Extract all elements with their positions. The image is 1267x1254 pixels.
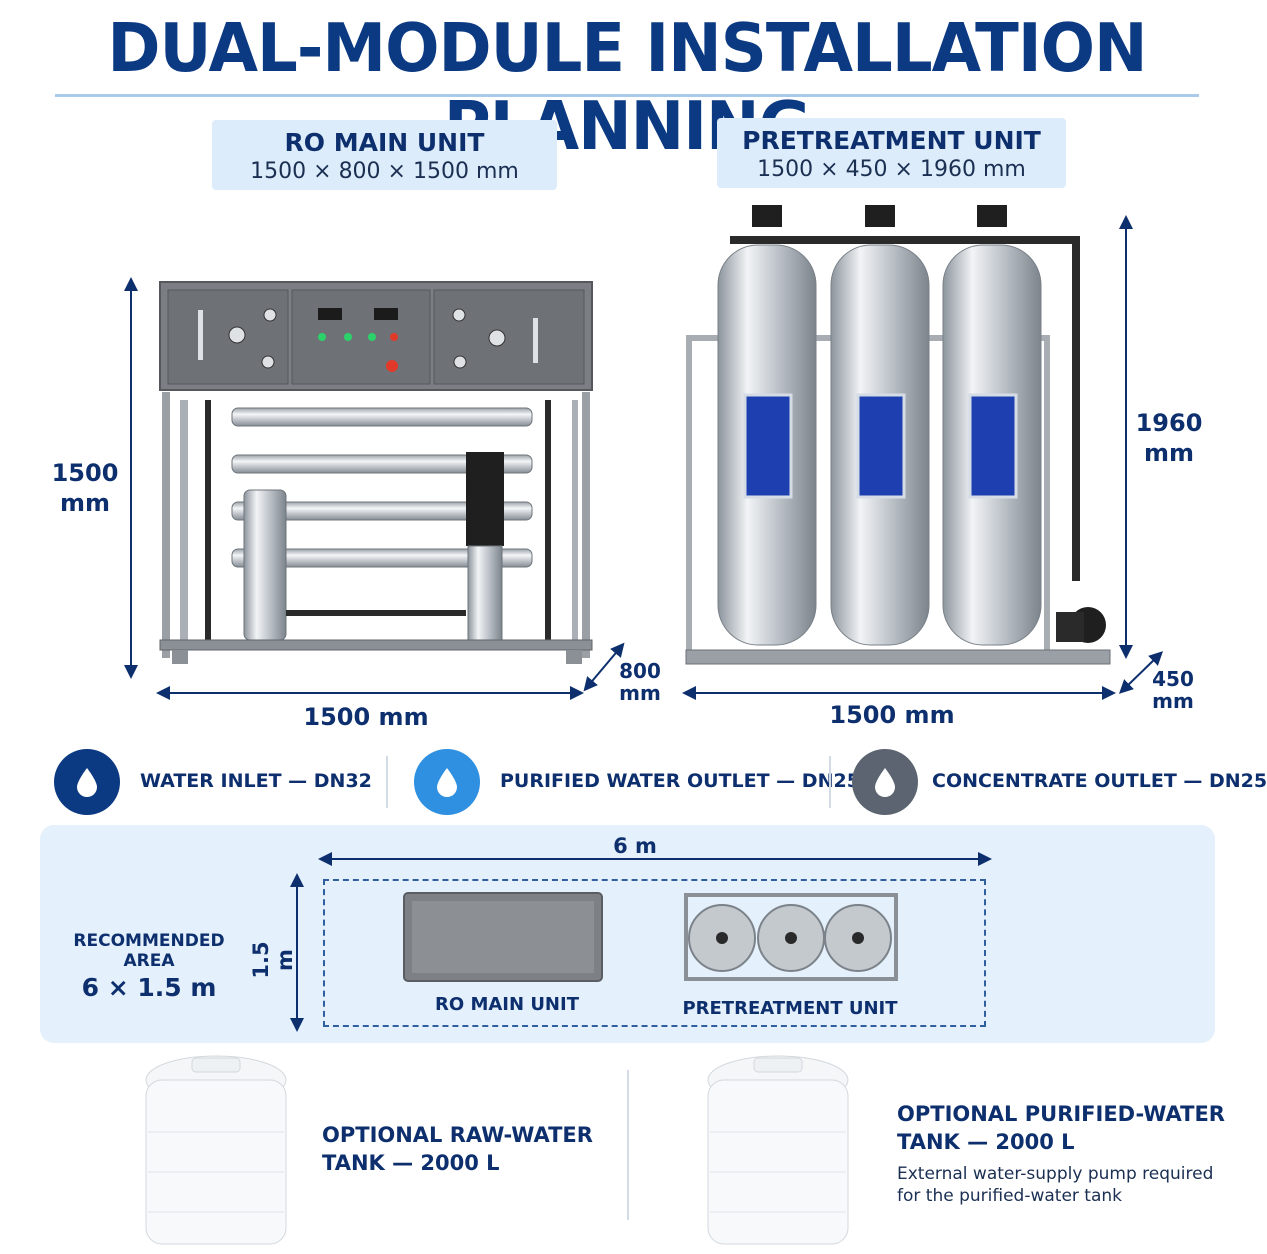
pre-height-value: 1960 <box>1135 409 1203 437</box>
raw-water-tank-label: OPTIONAL RAW-WATER TANK — 2000 L <box>322 1121 593 1177</box>
connection-divider <box>829 756 831 808</box>
pump-note-line1: External water-supply pump required <box>897 1164 1214 1184</box>
recommended-area: RECOMMENDED AREA 6 × 1.5 m <box>56 931 242 1002</box>
pre-depth-label: 450 mm <box>1148 668 1198 712</box>
water-inlet-drop-icon <box>54 749 120 815</box>
concentrate-outlet-label: CONCENTRATE OUTLET — DN25 <box>932 770 1267 792</box>
pre-width-label: 1500 mm <box>829 701 955 729</box>
raw-water-tank-line1: OPTIONAL RAW-WATER <box>322 1123 593 1147</box>
tank-divider <box>627 1070 629 1220</box>
connection-divider <box>386 756 388 808</box>
purified-outlet-drop-icon <box>414 749 480 815</box>
ro-height-unit: mm <box>59 489 110 517</box>
ro-unit-name: RO MAIN UNIT <box>284 128 485 157</box>
purified-water-tank-label: OPTIONAL PURIFIED-WATER TANK — 2000 L <box>897 1100 1225 1156</box>
plan-length-label: 6 m <box>613 834 657 858</box>
recommended-area-label: RECOMMENDED AREA <box>73 931 225 971</box>
pre-unit-label-box: PRETREATMENT UNIT 1500 × 450 × 1960 mm <box>717 118 1066 188</box>
purified-water-tank-line1: OPTIONAL PURIFIED-WATER <box>897 1102 1225 1126</box>
pre-unit-drawing <box>685 205 1111 665</box>
ro-depth-value: 800 <box>619 659 661 683</box>
floor-plan-drawing <box>290 852 992 1032</box>
pre-depth-value: 450 <box>1152 667 1194 691</box>
ro-unit-drawing <box>159 281 593 664</box>
raw-water-tank-drawing <box>145 1055 287 1245</box>
floor-plan-boundary <box>323 879 986 1027</box>
pre-unit-dimensions: 1500 × 450 × 1960 mm <box>757 157 1026 182</box>
title-divider <box>55 94 1199 97</box>
purified-outlet-label: PURIFIED WATER OUTLET — DN25 <box>500 770 860 792</box>
plan-pre-label: PRETREATMENT UNIT <box>682 998 898 1019</box>
raw-water-tank-line2: TANK — 2000 L <box>322 1151 500 1175</box>
pre-depth-unit: mm <box>1152 689 1194 713</box>
pre-height-unit: mm <box>1143 439 1194 467</box>
pre-unit-name: PRETREATMENT UNIT <box>742 126 1041 155</box>
recommended-area-value: 6 × 1.5 m <box>81 973 217 1002</box>
ro-depth-label: 800 mm <box>615 660 665 704</box>
water-inlet-label: WATER INLET — DN32 <box>140 770 372 792</box>
purified-water-tank-drawing <box>707 1055 849 1245</box>
ro-width-label: 1500 mm <box>303 703 429 731</box>
pre-height-label: 1960 mm <box>1127 408 1211 468</box>
equipment-illustration <box>124 205 1164 700</box>
ro-unit-dimensions: 1500 × 800 × 1500 mm <box>250 159 519 184</box>
plan-width-label: 1.5 m <box>249 941 297 979</box>
ro-depth-unit: mm <box>619 681 661 705</box>
plan-ro-label: RO MAIN UNIT <box>435 994 579 1015</box>
concentrate-outlet-drop-icon <box>852 749 918 815</box>
purified-water-tank-line2: TANK — 2000 L <box>897 1130 1075 1154</box>
ro-height-value: 1500 <box>51 459 119 487</box>
pump-note: External water-supply pump required for … <box>897 1163 1213 1207</box>
ro-height-label: 1500 mm <box>40 458 130 518</box>
ro-unit-label-box: RO MAIN UNIT 1500 × 800 × 1500 mm <box>212 120 557 190</box>
pump-note-line2: for the purified-water tank <box>897 1186 1122 1206</box>
